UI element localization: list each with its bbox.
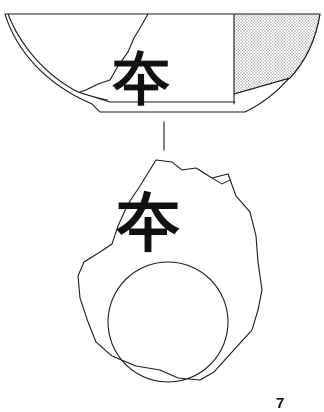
- sherd-break-line: [77, 91, 109, 101]
- sherd-plan-edge-detail: [211, 177, 231, 185]
- sherd-fragment-outline: [79, 13, 149, 93]
- bowl-inner-wall: [7, 13, 236, 103]
- sherd-plan-view: 夲: [77, 159, 263, 383]
- inscription-character-plan: 夲: [116, 187, 180, 262]
- bowl-profile-view: 夲: [4, 13, 321, 114]
- sherd-plan-outline: [77, 159, 263, 381]
- figure-number: 7: [276, 395, 284, 412]
- foot-ring-circle: [107, 261, 229, 383]
- inscription-character-profile: 夲: [112, 46, 170, 114]
- section-inner-edge: [233, 13, 321, 95]
